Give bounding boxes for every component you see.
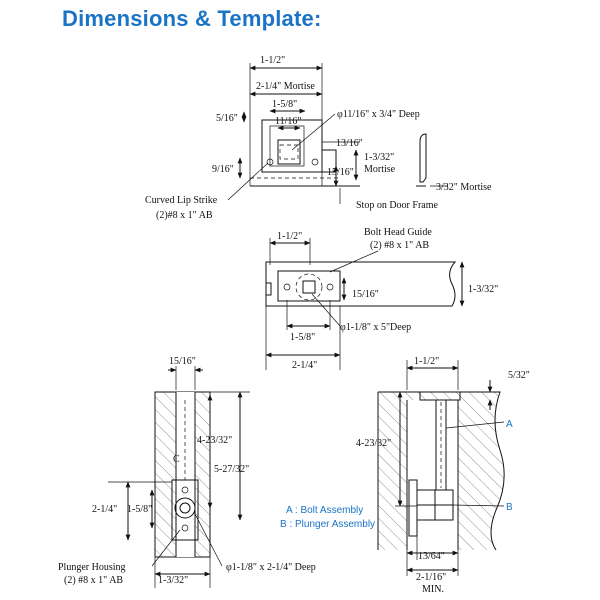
housing-dim-15-16: 15/16" (169, 356, 196, 367)
bolt-guide-dim-15-16: 15/16" (352, 289, 379, 300)
bolt-guide-title: Bolt Head Guide (364, 227, 432, 238)
strike-dim-13-16: 13/16" (336, 138, 363, 149)
strike-dim-2-1-4-mortise: 2-1/4" Mortise (256, 81, 315, 92)
assembly-legend: A : Bolt Assembly B : Plunger Assembly (280, 505, 375, 530)
section-dim-2-1-16: 2-1/16" (416, 572, 446, 583)
section-label-a: A (506, 419, 513, 430)
curved-lip-strike-view: 1-1/2" 2-1/4" Mortise 1-5/8" 11/16" φ11/… (145, 55, 492, 221)
strike-dim-5-16: 5/16" (216, 113, 238, 124)
strike-dim-1-5-8: 1-5/8" (272, 99, 297, 110)
housing-dim-2-1-4: 2-1/4" (92, 504, 117, 515)
bolt-guide-dim-2-1-4: 2-1/4" (292, 360, 317, 371)
strike-dim-11-16: 11/16" (275, 116, 302, 127)
strike-dim-mortise-label: Mortise (364, 164, 396, 175)
strike-dim-15-16: 15/16" (327, 167, 354, 178)
strike-title: Curved Lip Strike (145, 195, 218, 206)
page-title: Dimensions & Template: (62, 6, 322, 31)
section-dim-1-1-2: 1-1/2" (414, 356, 439, 367)
bolt-guide-screws: (2) #8 x 1" AB (370, 240, 429, 251)
section-dim-4-23-32: 4-23/32" (356, 438, 391, 449)
strike-dim-9-16: 9/16" (212, 164, 234, 175)
section-dim-13-64: 13/64" (418, 551, 445, 562)
housing-dim-1-5-8: 1-5/8" (127, 504, 152, 515)
strike-screws: (2)#8 x 1" AB (156, 210, 213, 221)
housing-dim-1-3-32: 1-3/32" (158, 575, 188, 586)
section-dim-5-32: 5/32" (508, 370, 530, 381)
legend-plunger-assembly: B : Plunger Assembly (280, 519, 375, 530)
bolt-guide-dim-1-5-8: 1-5/8" (290, 332, 315, 343)
bolt-head-guide-view: Bolt Head Guide (2) #8 x 1" AB 1-1/2" 1-… (265, 227, 498, 371)
bolt-guide-dim-1-3-32: 1-3/32" (468, 284, 498, 295)
bolt-guide-dim-1-1-2: 1-1/2" (277, 231, 302, 242)
strike-dim-3-32-mortise: 3/32" Mortise (436, 182, 492, 193)
housing-dim-5-27-32: 5-27/32" (214, 464, 249, 475)
stop-on-door-frame: Stop on Door Frame (356, 200, 439, 211)
strike-dim-1-3-32: 1-3/32" (364, 152, 394, 163)
housing-screws: (2) #8 x 1" AB (64, 575, 123, 586)
section-view: 1-1/2" 5/32" 4-23/32" A B 13/64" (356, 356, 530, 595)
housing-dim-4-23-32: 4-23/32" (197, 435, 232, 446)
housing-title: Plunger Housing (58, 562, 126, 573)
strike-hole-callout: φ11/16" x 3/4" Deep (337, 109, 420, 120)
housing-hole-callout: φ1-1/8" x 2-1/4" Deep (226, 562, 316, 573)
housing-center-mark: C (173, 454, 180, 465)
section-min: MIN. (422, 584, 444, 595)
plunger-housing-view: 15/16" C 5-27/32" 4-23/32" 2-1/4" 1-5/8"… (58, 356, 316, 588)
section-label-b: B (506, 502, 513, 513)
legend-bolt-assembly: A : Bolt Assembly (286, 505, 363, 516)
bolt-guide-hole-callout: φ1-1/8" x 5"Deep (340, 322, 411, 333)
strike-dim-1-1-2: 1-1/2" (260, 55, 285, 66)
